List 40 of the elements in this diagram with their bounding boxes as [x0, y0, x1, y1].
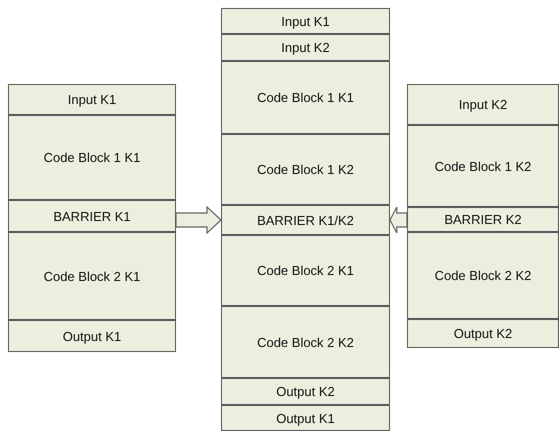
- block-label: Input K1: [281, 14, 330, 28]
- code-block-box: [221, 378, 390, 405]
- code-block-box: [221, 205, 390, 235]
- block-label: Code Block 2 K1: [257, 263, 354, 278]
- code-block-box: [221, 134, 390, 205]
- code-block-box: [407, 319, 559, 348]
- code-block-box: [221, 306, 390, 378]
- code-block-box: [221, 405, 390, 431]
- block-label: Output K2: [276, 384, 335, 399]
- block-label: Input K2: [281, 40, 330, 55]
- block-label: Output K1: [276, 410, 335, 426]
- code-block-box: [221, 61, 390, 134]
- block-label: Code Block 2 K2: [257, 334, 354, 350]
- block-label: BARRIER K1/K2: [257, 212, 354, 228]
- code-block-box: [407, 125, 559, 207]
- block-label: Code Block 1 K2: [257, 162, 354, 177]
- block-label: Code Block 2 K2: [434, 268, 532, 283]
- code-block-box: [221, 8, 390, 34]
- block-arrow: [175, 206, 222, 234]
- block-label: Code Block 1 K1: [44, 150, 140, 165]
- block-arrow: [389, 206, 408, 234]
- block-label: Output K1: [62, 328, 122, 344]
- block-label: Input K2: [458, 97, 508, 112]
- code-block-box: [407, 207, 559, 232]
- code-block-box: [407, 232, 559, 319]
- code-block-box: [8, 115, 176, 200]
- block-label: Code Block 1 K2: [434, 158, 532, 174]
- block-label: BARRIER K1: [53, 208, 131, 224]
- block-label: Output K2: [454, 326, 512, 341]
- code-block-box: [8, 200, 176, 232]
- code-block-box: [221, 34, 390, 61]
- code-block-box: [8, 84, 176, 115]
- code-block-box: [8, 320, 176, 352]
- code-block-box: [407, 84, 559, 125]
- code-block-box: [221, 235, 390, 306]
- block-label: BARRIER K2: [444, 212, 522, 227]
- code-block-box: [8, 232, 176, 320]
- block-label: Code Block 2 K1: [44, 268, 140, 284]
- block-label: Input K1: [68, 92, 116, 107]
- block-label: Code Block 1 K1: [257, 90, 354, 105]
